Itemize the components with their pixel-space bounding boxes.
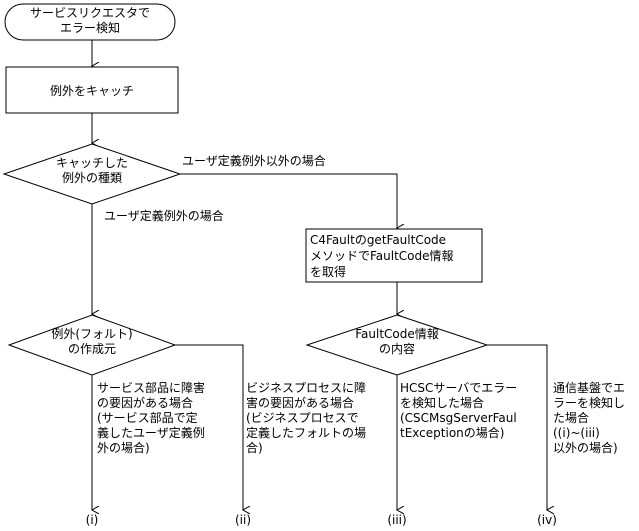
case-ii-text: ビジネスプロセスに障害の要因がある場合(ビジネスプロセスで定義したフォルトの場合… xyxy=(246,380,366,455)
text-line: 義したユーザ定義例 xyxy=(97,425,205,440)
decision-origin: 例外(フォルト)の作成元 xyxy=(7,314,177,376)
marker-iv: (iv) xyxy=(537,513,557,527)
text-line: 定義したフォルトの場 xyxy=(246,425,366,440)
text-line: HCSCサーバでエラー xyxy=(400,381,517,395)
decision-faultcode-text: FaultCode情報の内容 xyxy=(355,327,439,356)
text-line: ユーザ定義例外以外の場合 xyxy=(182,153,326,168)
text-line: 外の場合) xyxy=(97,440,150,455)
text-line: 通信基盤でエ xyxy=(553,381,625,395)
text-line: メソッドでFaultCode情報 xyxy=(310,249,454,263)
text-line: の作成元 xyxy=(68,342,116,356)
case-i-text: サービス部品に障害の要因がある場合(サービス部品で定義したユーザ定義例外の場合) xyxy=(97,380,205,455)
label-user-defined: ユーザ定義例外の場合 xyxy=(104,208,224,223)
text-line: エラー検知 xyxy=(60,21,120,35)
text-line: を検知した場合 xyxy=(400,395,484,410)
decision-faultcode: FaultCode情報の内容 xyxy=(305,314,489,376)
get-faultcode-text: C4FaultのgetFaultCode メソッドでFaultCode情報を取得 xyxy=(310,233,454,279)
text-line: ラーを検知し xyxy=(553,396,625,410)
catch-shape xyxy=(5,66,179,114)
text-line: 害の要因がある場合 xyxy=(246,395,354,410)
text-line: 以外の場合) xyxy=(553,440,618,455)
marker-ii: (ii) xyxy=(235,513,251,527)
start-shape xyxy=(4,3,176,41)
arrow-case-iv xyxy=(487,344,547,510)
catch-text: 例外をキャッチ xyxy=(50,84,134,98)
decision-kind-text: キャッチした例外の種類 xyxy=(56,156,128,185)
label-non-user-defined: ユーザ定義例外以外の場合 xyxy=(182,153,326,168)
start-terminator: サービスリクエスタでエラー検知 xyxy=(4,3,176,41)
text-line: 例外の種類 xyxy=(62,171,122,185)
start-text: サービスリクエスタでエラー検知 xyxy=(30,6,150,35)
marker-i: (i) xyxy=(86,513,99,527)
text-line: ((i)~(iii) xyxy=(553,426,600,440)
text-line: た場合 xyxy=(553,410,589,425)
text-line: キャッチした xyxy=(56,156,128,170)
text-line: FaultCode情報 xyxy=(355,327,439,341)
marker-iii: (iii) xyxy=(387,513,406,527)
get-faultcode-process: C4FaultのgetFaultCode メソッドでFaultCode情報を取得 xyxy=(305,228,483,283)
text-line: の内容 xyxy=(379,341,415,356)
text-line: の要因がある場合 xyxy=(97,395,193,410)
text-line: 例外をキャッチ xyxy=(50,84,134,98)
case-iv-text: 通信基盤でエラーを検知した場合((i)~(iii)以外の場合) xyxy=(553,381,625,455)
text-line: ユーザ定義例外の場合 xyxy=(104,208,224,223)
decision-origin-text: 例外(フォルト)の作成元 xyxy=(51,327,132,356)
catch-process: 例外をキャッチ xyxy=(5,66,179,114)
text-line: を取得 xyxy=(310,264,346,279)
text-line: C4FaultのgetFaultCode xyxy=(310,233,446,247)
arrow-case-ii xyxy=(175,344,243,510)
decision-exception-kind: キャッチした例外の種類 xyxy=(2,143,182,205)
text-line: サービス部品に障害 xyxy=(97,380,205,395)
text-line: ビジネスプロセスに障 xyxy=(246,380,366,395)
text-line: サービスリクエスタで xyxy=(30,6,150,20)
text-line: (サービス部品で定 xyxy=(97,410,198,425)
text-line: 合) xyxy=(246,440,263,455)
text-line: (ビジネスプロセスで xyxy=(246,411,359,425)
text-line: tExceptionの場合) xyxy=(400,425,504,440)
text-line: 例外(フォルト) xyxy=(51,327,132,341)
text-line: (CSCMsgServerFaul xyxy=(400,411,517,425)
arrow-non-user-branch xyxy=(180,173,397,228)
get-faultcode-shape xyxy=(305,228,483,283)
